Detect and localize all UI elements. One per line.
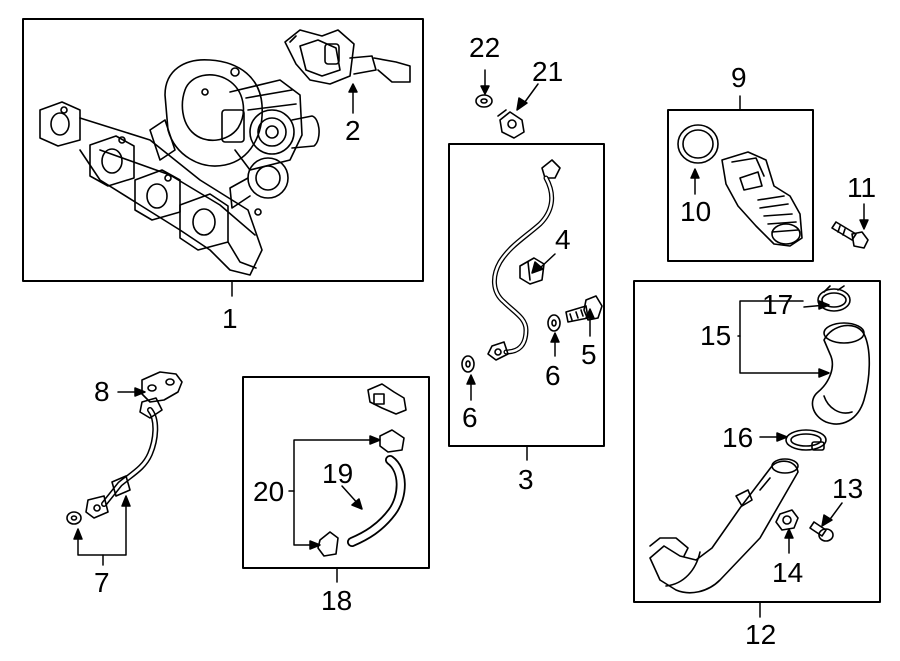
turbocharger-assembly bbox=[39, 59, 320, 276]
coolant-return-line bbox=[66, 397, 163, 525]
callout-2: 2 bbox=[345, 115, 361, 146]
callout-6b: 6 bbox=[462, 402, 478, 433]
mounting-bolt bbox=[831, 221, 869, 249]
spring-clamp bbox=[817, 285, 851, 312]
inlet-seal-ring bbox=[677, 124, 719, 164]
box-charge-pipe bbox=[633, 280, 881, 603]
callout-12: 12 bbox=[745, 619, 777, 650]
inlet-pipe-assembly bbox=[721, 151, 803, 247]
line-bracket bbox=[519, 257, 545, 285]
banjo-bolt bbox=[565, 295, 603, 323]
hose-clamp bbox=[785, 429, 827, 451]
callout-11: 11 bbox=[847, 172, 877, 203]
callout-4: 4 bbox=[555, 224, 571, 255]
callout-7: 7 bbox=[94, 567, 110, 598]
callout-14: 14 bbox=[772, 557, 804, 588]
callout-21: 21 bbox=[532, 56, 564, 87]
callout-9: 9 bbox=[731, 62, 747, 93]
callout-18: 18 bbox=[321, 585, 353, 616]
pipe-nut bbox=[775, 509, 799, 531]
charge-air-pipe-assembly bbox=[649, 458, 799, 594]
callout-22: 22 bbox=[469, 32, 501, 63]
leader-lines bbox=[73, 69, 869, 618]
air-hose bbox=[811, 322, 871, 425]
callout-5: 5 bbox=[581, 339, 597, 370]
hose-connectors bbox=[317, 383, 407, 557]
callout-20: 20 bbox=[253, 476, 285, 507]
callout-6a: 6 bbox=[545, 360, 561, 391]
callout-1: 1 bbox=[222, 303, 238, 334]
callout-10: 10 bbox=[680, 196, 712, 227]
sealing-washer bbox=[461, 314, 561, 373]
callout-16: 16 bbox=[722, 422, 754, 453]
valve-seal bbox=[475, 94, 493, 108]
box-turbocharger bbox=[22, 18, 424, 282]
callout-19: 19 bbox=[322, 458, 354, 489]
vent-valve bbox=[497, 109, 525, 139]
box-vacuum-hose bbox=[242, 376, 430, 569]
callout-13: 13 bbox=[832, 473, 864, 504]
oil-feed-line bbox=[487, 159, 561, 361]
vacuum-hose bbox=[347, 455, 406, 547]
pipe-bolt bbox=[809, 521, 834, 542]
callout-8: 8 bbox=[94, 376, 110, 407]
callout-17: 17 bbox=[762, 289, 794, 320]
line-gasket bbox=[141, 371, 183, 403]
callout-15: 15 bbox=[700, 320, 732, 351]
callout-3: 3 bbox=[518, 464, 534, 495]
wastegate-actuator bbox=[284, 29, 411, 85]
box-oil-line bbox=[448, 143, 605, 447]
